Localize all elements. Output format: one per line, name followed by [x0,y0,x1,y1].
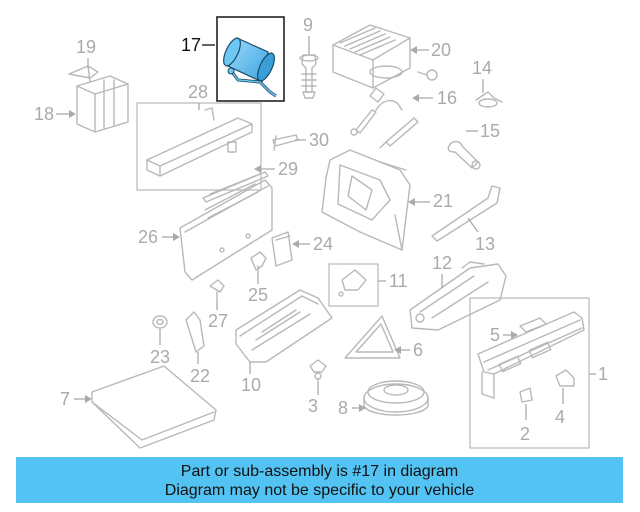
part-11-icon [338,269,367,297]
callout-2: 2 [520,424,530,444]
part-1-icon [477,311,585,399]
part-18-icon [76,75,129,133]
callout-21: 21 [433,191,453,211]
callout-12: 12 [432,253,452,273]
part-28-icon [146,107,253,177]
banner-line-1: Part or sub-assembly is #17 in diagram [180,463,459,480]
part-19-icon [68,65,99,83]
callout-14: 14 [472,58,492,78]
part-10-icon [235,289,333,363]
part-8-icon [363,380,429,416]
part-30-icon [272,134,299,151]
part-16-icon [350,99,403,136]
callout-29: 29 [278,159,298,179]
callout-1: 1 [598,364,608,384]
part-3-icon [309,359,327,387]
part-4-icon [555,369,575,387]
callout-8: 8 [338,398,348,418]
banner-line-2: Diagram may not be specific to your vehi… [164,482,475,499]
part-29-icon [202,171,269,203]
part-23-icon [152,315,168,329]
callout-28: 28 [188,82,208,102]
part-16b-icon [379,117,419,149]
callout-3: 3 [308,396,318,416]
part-13-icon [431,185,501,242]
part-21-icon [321,149,411,251]
part-7-icon [91,365,217,449]
callout-6: 6 [413,340,423,360]
part-24-icon [271,231,293,267]
part-15-icon [447,140,481,170]
part-26-icon [179,179,273,281]
callout-26: 26 [138,227,158,247]
callout-18: 18 [34,104,54,124]
callout-24: 24 [313,234,333,254]
callout-10: 10 [241,375,261,395]
part-6-icon [344,315,401,359]
callout-13: 13 [475,234,495,254]
part-9-icon [299,54,319,99]
callout-30: 30 [309,130,329,150]
part-25-icon [250,251,267,277]
part-17-highlight[interactable] [216,16,285,102]
callout-20: 20 [431,40,451,60]
callout-16: 16 [437,88,457,108]
callout-15: 15 [480,121,500,141]
part-14-icon [475,91,503,108]
callout-19: 19 [76,37,96,57]
callout-22: 22 [190,366,210,386]
callout-11: 11 [389,271,408,291]
callout-7: 7 [60,389,70,409]
callout-17: 17 [181,35,201,55]
part-20-icon [332,24,438,103]
callout-25: 25 [248,285,268,305]
callout-27: 27 [208,311,228,331]
part-27-icon [209,279,225,301]
part-12-icon [409,261,507,331]
info-banner: Part or sub-assembly is #17 in diagram D… [16,457,623,503]
callout-4: 4 [555,407,565,427]
callout-23: 23 [150,347,170,367]
callout-5: 5 [490,325,500,345]
part-2-icon [519,387,533,403]
callout-9: 9 [303,15,313,35]
part-22-icon [185,311,205,353]
